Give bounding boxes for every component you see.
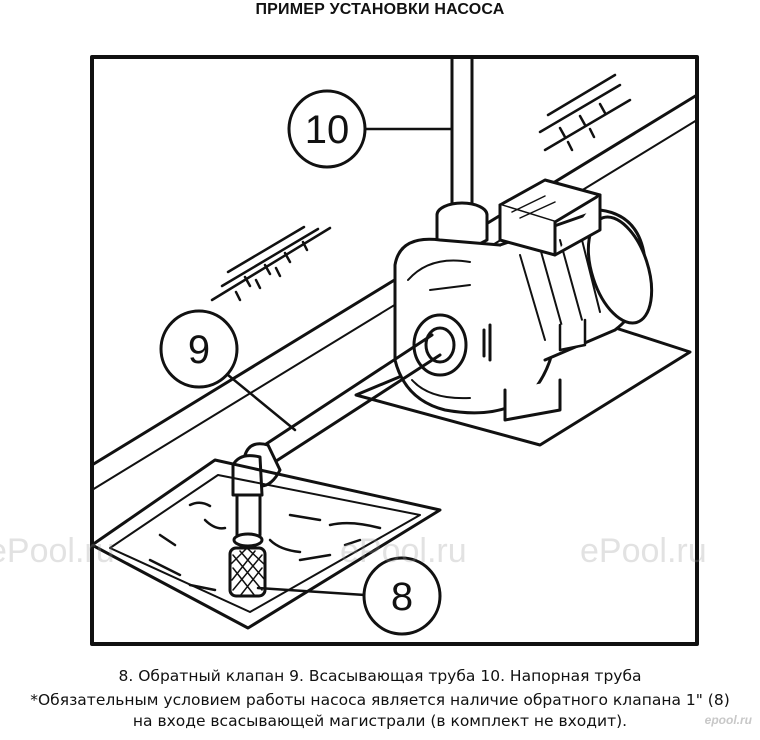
note-line-1: *Обязательным условием работы насоса явл… bbox=[30, 691, 730, 709]
water-tank bbox=[90, 458, 442, 630]
watermark: ePool.ru bbox=[0, 532, 115, 570]
diagram-frame bbox=[90, 55, 699, 646]
callout-9-leader bbox=[226, 373, 297, 432]
watermark: ePool.ru bbox=[580, 532, 707, 570]
installation-note: *Обязательным условием работы насоса явл… bbox=[0, 690, 760, 732]
callout-8-circle bbox=[362, 556, 442, 636]
pump-foot bbox=[503, 378, 562, 422]
note-line-2: на входе всасывающей магистрали (в компл… bbox=[132, 712, 628, 730]
water-surface bbox=[148, 501, 382, 592]
callout-10-label: 10 bbox=[305, 108, 350, 152]
pressure-pipe bbox=[450, 55, 474, 207]
callout-9-circle bbox=[159, 309, 239, 389]
callout-8-leader bbox=[256, 586, 367, 597]
page-title: ПРИМЕР УСТАНОВКИ НАСОСА bbox=[255, 1, 505, 18]
callout-10-circle bbox=[287, 89, 367, 169]
brick-pattern-right bbox=[538, 73, 632, 152]
corner-logo: epool.ru bbox=[704, 713, 752, 727]
callout-9-label: 9 bbox=[188, 328, 210, 372]
suction-pipe bbox=[258, 333, 442, 467]
watermark: ePool.ru bbox=[340, 532, 467, 570]
callout-8-label: 8 bbox=[391, 575, 413, 619]
parts-legend: 8. Обратный клапан 9. Всасывающая труба … bbox=[118, 667, 642, 685]
motor-end-cap bbox=[586, 215, 654, 325]
brick-pattern-left bbox=[210, 225, 332, 302]
